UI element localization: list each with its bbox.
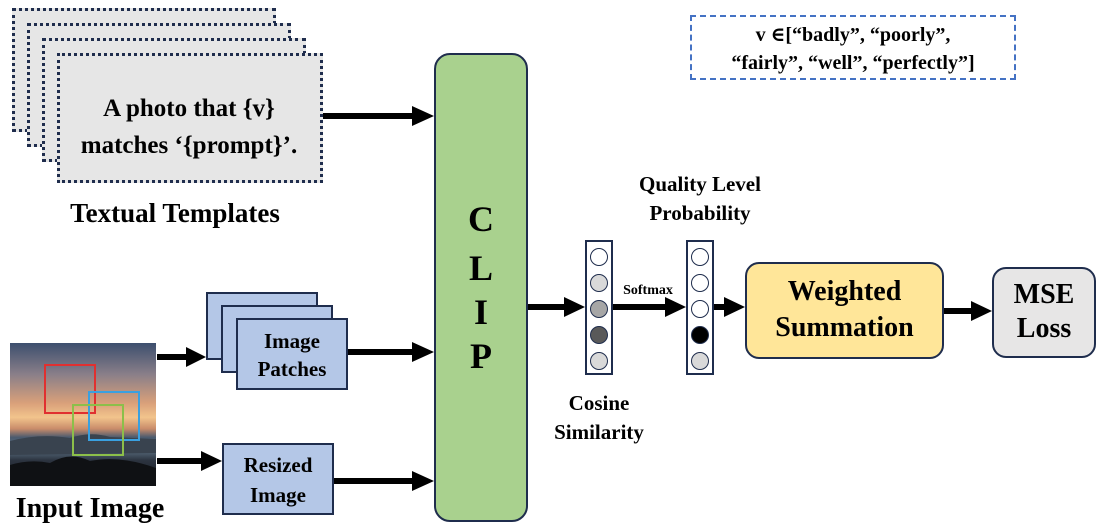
weighted-line-2: Summation [775, 312, 914, 343]
image-patches-line-2: Patches [257, 357, 327, 381]
clip-letter-l: L [468, 248, 493, 288]
softmax-label: Softmax [623, 283, 673, 298]
quality-line-1: Quality Level [639, 172, 761, 196]
weighted-summation-box: Weighted Summation [745, 262, 944, 359]
template-line-1: A photo that {v} [103, 95, 275, 122]
v-set-line-2: “fairly”, “well”, “perfectly”] [731, 52, 975, 74]
image-patches-line-1: Image [264, 329, 320, 353]
cosine-similarity-label: Cosine Similarity [540, 389, 658, 447]
prob-circle-1 [691, 248, 709, 266]
cosine-circle-4 [590, 326, 608, 344]
mse-line-2: Loss [1016, 313, 1072, 344]
v-set-box: v ∈[“badly”, “poorly”, “fairly”, “well”,… [690, 15, 1016, 80]
template-text: A photo that {v} matches ‘{prompt}’. [60, 90, 318, 164]
clip-letter-i: I [473, 292, 488, 332]
cosine-circle-1 [590, 248, 608, 266]
cosine-similarity-vector [585, 240, 613, 375]
resized-image-box: Resized Image [222, 443, 334, 515]
cosine-circle-2 [590, 274, 608, 292]
prob-circle-4 [691, 326, 709, 344]
cosine-line-2: Similarity [554, 420, 644, 444]
quality-probability-vector [686, 240, 714, 375]
cosine-circle-5 [590, 352, 608, 370]
resized-image-line-2: Image [250, 483, 306, 507]
patch-outline-blue [88, 391, 140, 441]
input-image [10, 343, 156, 486]
clip-letter-c: C [468, 199, 494, 239]
patch-outline-green [72, 404, 124, 456]
quality-line-2: Probability [649, 201, 751, 225]
patch-outline-red [44, 364, 96, 414]
resized-image-line-1: Resized [243, 453, 313, 477]
image-patches-box: Image Patches [236, 318, 348, 390]
v-set-line-1: v ∈[“badly”, “poorly”, [755, 24, 951, 46]
mse-line-1: MSE [1013, 279, 1075, 310]
mse-loss-box: MSE Loss [992, 267, 1096, 358]
prob-circle-5 [691, 352, 709, 370]
prob-circle-2 [691, 274, 709, 292]
clip-letter-p: P [470, 336, 492, 376]
prob-circle-3 [691, 300, 709, 318]
template-line-2: matches ‘{prompt}’. [80, 132, 298, 159]
cosine-line-1: Cosine [568, 391, 630, 415]
input-image-label: Input Image [15, 493, 165, 524]
template-card-front [57, 53, 323, 183]
quality-level-label: Quality Level Probability [610, 170, 790, 228]
weighted-line-1: Weighted [787, 276, 902, 307]
clip-encoder [434, 53, 528, 522]
cosine-circle-3 [590, 300, 608, 318]
textual-templates-label: Textual Templates [70, 198, 280, 228]
